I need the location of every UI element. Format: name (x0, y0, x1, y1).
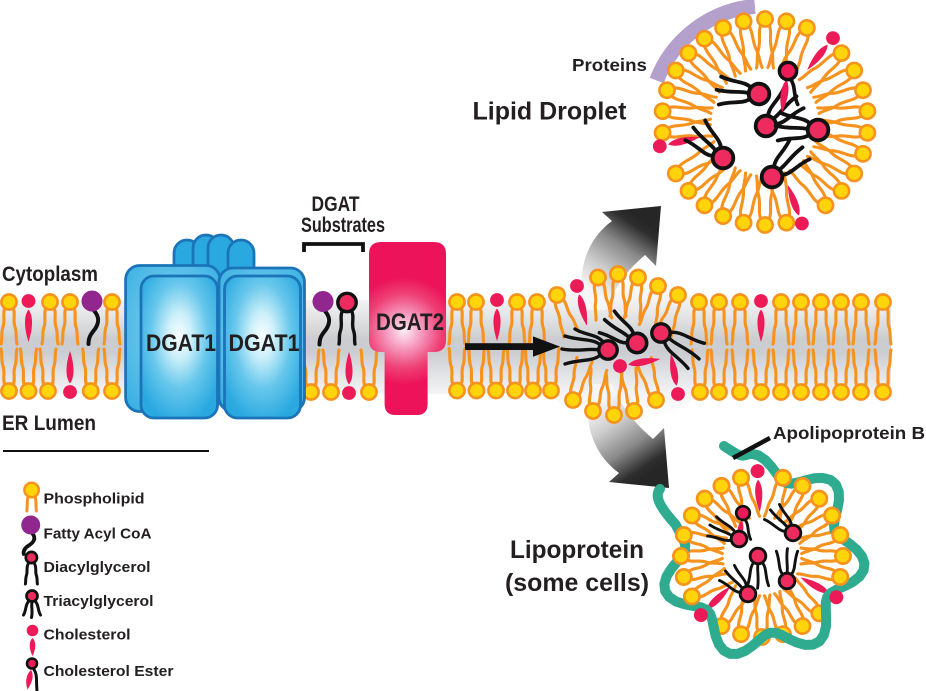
svg-text:(some cells): (some cells) (505, 569, 649, 597)
svg-text:ER Lumen: ER Lumen (2, 412, 96, 435)
svg-text:Substrates: Substrates (301, 214, 385, 237)
svg-text:Fatty Acyl CoA: Fatty Acyl CoA (44, 526, 152, 543)
svg-text:Phospholipid: Phospholipid (44, 491, 145, 508)
svg-text:Diacylglycerol: Diacylglycerol (44, 559, 151, 576)
svg-text:DGAT2: DGAT2 (376, 309, 444, 336)
svg-text:Triacylglycerol: Triacylglycerol (44, 593, 154, 610)
svg-text:Apolipoprotein B: Apolipoprotein B (773, 423, 925, 443)
svg-text:Lipoprotein: Lipoprotein (510, 536, 644, 564)
svg-text:Cytoplasm: Cytoplasm (2, 263, 98, 286)
svg-text:DGAT1: DGAT1 (229, 330, 300, 357)
svg-text:Proteins: Proteins (572, 55, 647, 75)
svg-text:DGAT1: DGAT1 (146, 330, 216, 357)
svg-text:Cholesterol: Cholesterol (44, 626, 131, 643)
svg-text:Cholesterol Ester: Cholesterol Ester (44, 663, 174, 680)
svg-text:DGAT: DGAT (312, 193, 360, 216)
svg-text:Lipid Droplet: Lipid Droplet (473, 98, 628, 126)
